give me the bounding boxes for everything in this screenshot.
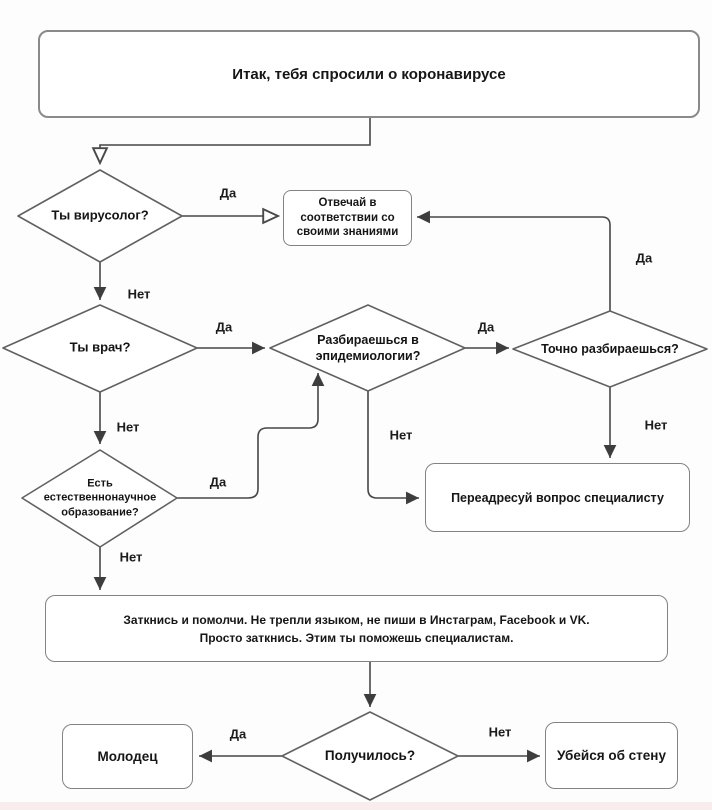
- node-start-label: Итак, тебя спросили о коронавирусе: [232, 65, 506, 83]
- node-start: Итак, тебя спросили о коронавирусе: [38, 30, 700, 118]
- edge-label-virologist-yes: Да: [219, 185, 237, 201]
- edge-science-yes-to-epidemiology: [177, 373, 325, 499]
- edge-epidemiology-no-to-redirect: [367, 391, 419, 505]
- edge-label-science-no: Нет: [119, 549, 143, 565]
- diamond-virologist-label: Ты вирусолог?: [51, 207, 149, 223]
- edge-label-doctor-no: Нет: [116, 419, 140, 435]
- edge-label-success-yes: Да: [229, 726, 247, 742]
- edge-sure-yes-to-answer: [417, 210, 611, 311]
- node-answer-label: Отвечай в соответствии со своими знаниям…: [296, 196, 399, 239]
- edge-label-epidemiology-no: Нет: [389, 427, 413, 443]
- diamond-science: [21, 449, 178, 548]
- diamond-doctor: [2, 304, 198, 393]
- edge-label-sure-no: Нет: [644, 417, 668, 433]
- diamond-virologist: [17, 169, 183, 263]
- diamond-doctor-label: Ты врач?: [69, 339, 131, 355]
- node-wall-label: Убейся об стену: [557, 748, 666, 763]
- diamond-epidemiology-label: Разбираешься в эпидемиологии?: [315, 332, 421, 363]
- diamond-sure-label: Точно разбираешься?: [541, 341, 679, 356]
- node-well-done: Молодец: [62, 724, 193, 789]
- footer-strip: [0, 802, 712, 810]
- diamond-success-label: Получилось?: [324, 748, 416, 764]
- node-redirect-label: Переадресуй вопрос специалисту: [451, 490, 664, 505]
- edge-start-to-virologist: [100, 118, 371, 163]
- edge-label-science-yes: Да: [209, 474, 227, 490]
- node-shutup: Заткнись и помолчи. Не трепли языком, не…: [45, 595, 668, 662]
- diamond-epidemiology: [269, 304, 466, 392]
- edge-label-virologist-no: Нет: [127, 286, 151, 302]
- node-answer: Отвечай в соответствии со своими знаниям…: [283, 190, 412, 246]
- node-redirect: Переадресуй вопрос специалисту: [425, 463, 690, 532]
- node-wall: Убейся об стену: [545, 722, 678, 789]
- diamond-sure: [512, 310, 708, 388]
- diamond-science-label: Есть естественнонаучное образование?: [43, 477, 157, 519]
- edge-label-success-no: Нет: [488, 724, 512, 740]
- node-shutup-label: Заткнись и помолчи. Не трепли языком, не…: [123, 612, 590, 645]
- edge-label-doctor-yes: Да: [215, 319, 233, 335]
- diamond-success: [281, 711, 459, 801]
- edge-label-sure-yes: Да: [635, 250, 653, 266]
- node-well-done-label: Молодец: [97, 749, 158, 764]
- edge-label-epidemiology-yes: Да: [477, 319, 495, 335]
